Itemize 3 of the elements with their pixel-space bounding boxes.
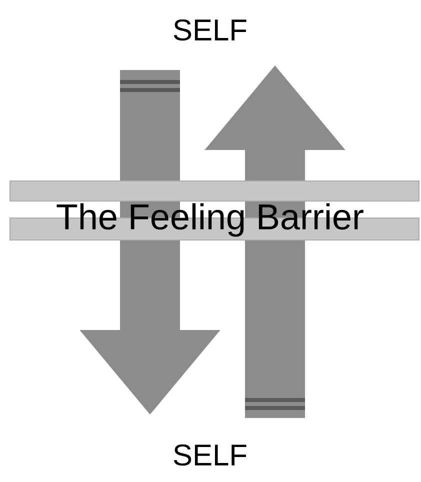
label-text: SELF — [174, 19, 246, 41]
label-text: SELF — [174, 444, 246, 466]
barrier-band: The Feeling Barrier — [10, 180, 420, 240]
